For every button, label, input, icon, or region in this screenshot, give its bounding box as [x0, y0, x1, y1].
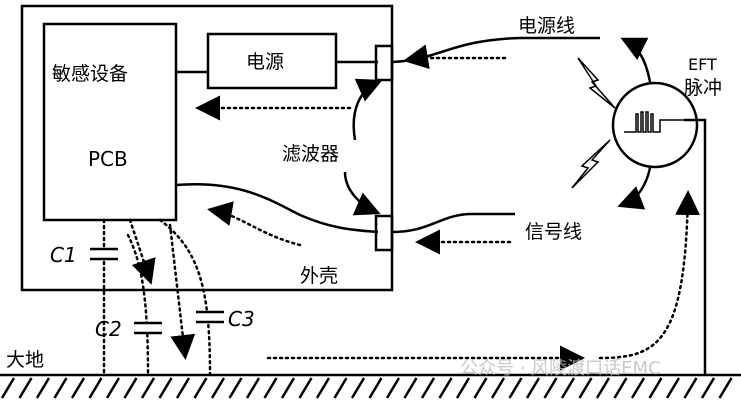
filter-bottom — [374, 214, 394, 252]
pcb-label: PCB — [88, 147, 128, 171]
device-pcb-box — [42, 22, 178, 222]
filter-label: 滤波器 — [282, 143, 339, 165]
filter-arrow-up — [352, 78, 383, 141]
signal-line-wire — [391, 212, 515, 234]
leak-arrow-2 — [168, 223, 196, 360]
eft-arrow-bottom — [617, 167, 652, 210]
ground-hatching — [0, 377, 733, 399]
lightning-icon-top — [577, 57, 616, 109]
pcb-to-filter-wire — [175, 183, 379, 234]
c2-label: C2 — [95, 317, 122, 341]
enclosure-label: 外壳 — [300, 265, 338, 287]
device-label: 敏感设备 — [52, 63, 128, 85]
eft-label: EFT — [688, 55, 717, 74]
pulse-icon — [624, 111, 684, 133]
pcb-noise-path — [207, 201, 302, 247]
eft-generator — [611, 81, 699, 169]
leak-arrow-1 — [128, 218, 156, 285]
eft-arrow-top — [620, 37, 652, 83]
eft-ground-wire — [684, 118, 707, 375]
pulse-label: 脉冲 — [684, 77, 722, 99]
c3-path — [158, 218, 212, 377]
capacitor-c1 — [90, 247, 118, 261]
filter-arrow-down — [343, 171, 381, 216]
ground-rise-path — [598, 190, 701, 360]
watermark: 公众号 · 风陵渡口话EMC — [460, 358, 661, 379]
c1-label: C1 — [50, 243, 77, 267]
enclosure-box — [20, 4, 394, 292]
c3-label: C3 — [228, 307, 255, 331]
c2-path — [126, 233, 150, 377]
ground-label: 大地 — [6, 349, 44, 371]
power-line-noise-path — [403, 44, 507, 70]
capacitor-c2 — [134, 321, 162, 335]
filter-top — [374, 44, 394, 82]
power-line-label: 电源线 — [518, 15, 575, 37]
power-supply-label: 电源 — [246, 51, 284, 73]
lightning-icon-bottom — [571, 139, 611, 189]
capacitor-c3 — [196, 310, 224, 324]
signal-line-label: 信号线 — [525, 221, 582, 243]
